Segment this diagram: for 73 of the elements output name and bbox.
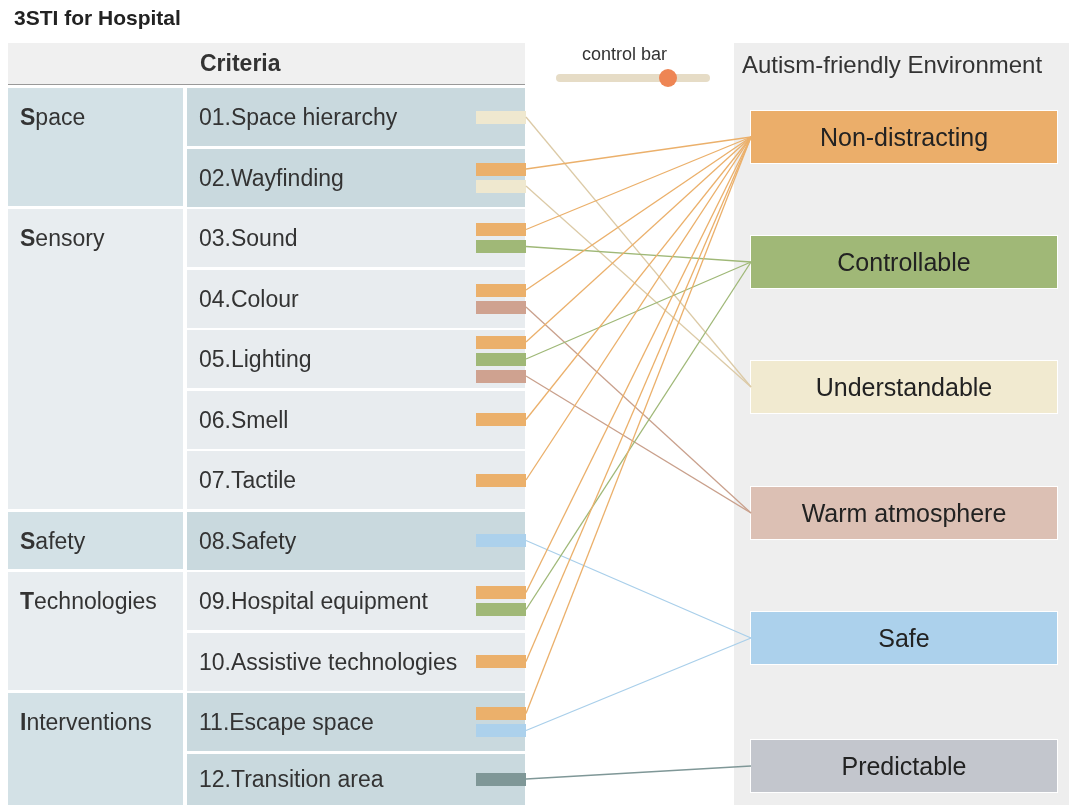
connector-line <box>525 637 752 732</box>
column-heading: Criteria <box>200 50 281 77</box>
color-bar <box>476 707 526 720</box>
criterion-cell <box>187 209 525 267</box>
connector-line <box>525 375 752 514</box>
criterion-cell <box>187 572 525 630</box>
criterion-cell <box>187 632 525 691</box>
criterion-label: 04.Colour <box>199 285 299 312</box>
color-bar <box>476 240 526 253</box>
color-bar <box>476 724 526 737</box>
color-bar <box>476 335 526 349</box>
color-bar <box>476 534 526 547</box>
criterion-label: 05.Lighting <box>199 345 312 373</box>
criterion-cell <box>187 390 525 449</box>
criterion-cell <box>187 511 525 570</box>
connector-line <box>525 185 752 388</box>
criterion-cell <box>187 330 525 388</box>
category-cell <box>8 88 183 206</box>
quality-box: Controllable <box>751 236 1057 288</box>
color-bar <box>476 283 526 297</box>
quality-box: Warm atmosphere <box>751 487 1057 539</box>
category-cell <box>8 693 183 805</box>
category-label: Interventions <box>20 708 152 736</box>
connector-line <box>525 245 752 263</box>
category-label: Safety <box>20 527 86 555</box>
color-bar <box>476 655 526 668</box>
color-bar <box>476 162 526 176</box>
color-bar <box>476 300 526 314</box>
criterion-label: 07.Tactile <box>199 466 297 494</box>
connector-line <box>525 116 752 388</box>
criterion-label: 06.Smell <box>199 406 289 433</box>
criterion-cell <box>187 148 525 207</box>
color-bar <box>476 413 526 426</box>
connector-line <box>525 765 752 780</box>
color-bar <box>476 473 526 487</box>
slider-label: control bar <box>582 44 668 65</box>
category-label: Space <box>20 103 86 131</box>
quality-box: Safe <box>751 612 1057 664</box>
color-bar <box>476 369 526 383</box>
connector-line <box>525 261 752 611</box>
color-bar <box>476 586 526 599</box>
quality-box: Predictable <box>751 740 1057 792</box>
criterion-label: 09.Hospital equipment <box>199 587 428 615</box>
criterion-label: 12.Transition area <box>199 765 384 793</box>
criterion-label: 01.Space hierarchy <box>199 103 398 131</box>
criterion-label: 02.Wayfinding <box>199 164 344 191</box>
color-bar <box>476 603 526 616</box>
category-label: Technologies <box>20 587 157 615</box>
connector-line <box>525 306 752 514</box>
color-bar <box>476 110 526 124</box>
criterion-cell <box>187 269 525 328</box>
connector-line <box>525 136 752 343</box>
criterion-cell <box>187 753 525 805</box>
category-label: Sensory <box>20 224 105 252</box>
connector-line <box>525 539 752 639</box>
criterion-label: 03.Sound <box>199 224 298 252</box>
color-bar <box>476 223 526 236</box>
color-bar <box>476 179 526 193</box>
panel-heading: Autism-friendly Environment <box>742 51 1043 79</box>
criterion-cell <box>187 451 525 509</box>
quality-box: Understandable <box>751 361 1057 413</box>
criterion-label: 10.Assistive technologies <box>199 648 458 675</box>
criterion-label: 08.Safety <box>199 527 297 554</box>
criterion-label: 11.Escape space <box>199 708 374 736</box>
diagram-title: 3STI for Hospital <box>14 6 181 30</box>
criterion-cell <box>187 88 525 146</box>
environment-panel <box>734 43 1069 805</box>
criterion-cell <box>187 693 525 751</box>
connector-line <box>525 261 752 360</box>
quality-box: Non-distracting <box>751 111 1057 163</box>
color-bar <box>476 772 526 786</box>
category-cell <box>8 512 183 569</box>
color-bar <box>476 352 526 366</box>
